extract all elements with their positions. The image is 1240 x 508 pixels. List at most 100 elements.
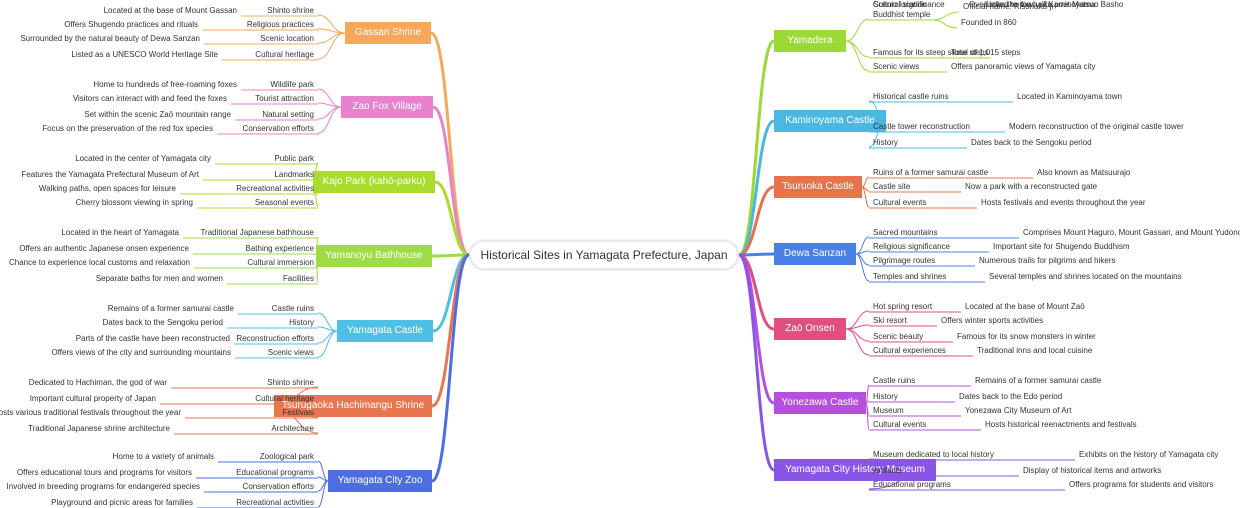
subtopic-label[interactable]: Festivals [282,408,314,417]
subtopic-label[interactable]: Public park [274,154,314,163]
subtopic-label[interactable]: Bathing experience [245,244,315,253]
subtopic-label[interactable]: Recreational activities [236,184,314,193]
topic-node[interactable]: Tsuruoka Castle [774,176,862,198]
subtopic-label[interactable]: Cultural significance [873,0,945,9]
detail-label[interactable]: Famous for its snow monsters in winter [957,332,1096,341]
detail-label[interactable]: Separate baths for men and women [95,274,223,283]
detail-label[interactable]: Dates back to the Sengoku period [102,318,223,327]
subtopic-label[interactable]: Ruins of a former samurai castle [873,168,989,177]
detail-label[interactable]: Dates back to the Sengoku period [971,138,1092,147]
topic-node[interactable]: Kaminoyama Castle [774,110,886,132]
subtopic-label[interactable]: Religious significance [873,242,950,251]
detail-label[interactable]: Located in Kaminoyama town [1017,92,1122,101]
detail-label[interactable]: Offers an authentic Japanese onsen exper… [19,244,189,253]
detail-label[interactable]: Remains of a former samurai castle [975,376,1102,385]
subtopic-label[interactable]: Cultural immersion [247,258,314,267]
subtopic-label[interactable]: Pilgrimage routes [873,256,936,265]
detail-label[interactable]: Yonezawa City Museum of Art [965,406,1072,415]
detail-label[interactable]: Now a park with a reconstructed gate [965,182,1098,191]
subtopic-label[interactable]: Sacred mountains [873,228,938,237]
subtopic-label[interactable]: Educational programs [873,480,951,489]
subtopic-label[interactable]: History [289,318,314,327]
detail-label[interactable]: Offers educational tours and programs fo… [16,468,192,477]
detail-label[interactable]: Chance to experience local customs and r… [9,258,190,267]
detail-label[interactable]: Walking paths, open spaces for leisure [38,184,176,193]
detail-label[interactable]: Located at the base of Mount Gassan [103,6,237,15]
detail-label[interactable]: Traditional inns and local cuisine [977,346,1093,355]
topic-node[interactable]: Yamadera [774,30,846,52]
subtopic-label[interactable]: Reconstruction efforts [236,334,314,343]
subtopic-label[interactable]: Conservation efforts [242,482,314,491]
detail-label[interactable]: Offers programs for students and visitor… [1069,480,1214,489]
subtopic-label[interactable]: Landmarks [274,170,314,179]
subtopic-label[interactable]: Buddhist temple [873,10,931,19]
topic-node[interactable]: Yamagata City Zoo [328,470,432,492]
subtopic-label[interactable]: Museum dedicated to local history [873,450,994,459]
subtopic-label[interactable]: Wildlife park [270,80,314,89]
detail-label[interactable]: Several temples and shrines located on t… [989,272,1182,281]
subtopic-label[interactable]: Temples and shrines [873,272,947,281]
subtopic-label[interactable]: History [873,392,898,401]
detail-label[interactable]: Dates back to the Edo period [959,392,1063,401]
subtopic-label[interactable]: Religious practices [246,20,314,29]
detail-label[interactable]: Important cultural property of Japan [29,394,156,403]
detail-label[interactable]: Home to a variety of animals [112,452,214,461]
subtopic-label[interactable]: Tourist attraction [255,94,314,103]
topic-node[interactable]: Yonezawa Castle [774,392,866,414]
detail-label[interactable]: Traditional Japanese shrine architecture [27,424,170,433]
topic-node[interactable]: Dewa Sanzan [774,243,856,265]
subtopic-label[interactable]: Castle tower reconstruction [873,122,970,131]
detail-label[interactable]: Modern reconstruction of the original ca… [1009,122,1184,131]
detail-label[interactable]: Hosts various traditional festivals thro… [0,408,181,417]
detail-label[interactable]: Also known as Matsuurajo [1037,168,1131,177]
subtopic-label[interactable]: Castle site [873,182,911,191]
detail-label[interactable]: Offers panoramic views of Yamagata city [951,62,1096,71]
detail-label[interactable]: Offers winter sports activities [941,316,1044,325]
detail-label[interactable]: Located in the center of Yamagata city [75,154,211,163]
detail-label[interactable]: Offers views of the city and surrounding… [51,348,232,357]
subtopic-label[interactable]: Zoological park [259,452,314,461]
detail-label[interactable]: Located at the base of Mount Zaō [965,302,1085,311]
topic-node[interactable]: Zaō Onsen [774,318,846,340]
detail-label[interactable]: Linked to the haiku poet Matsuo Basho [985,0,1124,9]
subtopic-label[interactable]: Cultural heritage [255,50,314,59]
subtopic-label[interactable]: Hot spring resort [873,302,933,311]
detail-label[interactable]: Located in the heart of Yamagata [61,228,179,237]
detail-label[interactable]: Hosts festivals and events throughout th… [981,198,1146,207]
topic-node[interactable]: Yamanoyu Bathhouse [316,245,432,267]
subtopic-label[interactable]: Scenic beauty [873,332,924,341]
detail-label[interactable]: Set within the scenic Zaō mountain range [84,110,231,119]
subtopic-label[interactable]: Cultural events [873,420,927,429]
detail-label[interactable]: Surrounded by the natural beauty of Dewa… [20,34,200,43]
subtopic-label[interactable]: Cultural events [873,198,927,207]
detail-label[interactable]: Hosts historical reenactments and festiv… [985,420,1137,429]
subtopic-label[interactable]: Traditional Japanese bathhouse [200,228,314,237]
detail-label[interactable]: Founded in 860 [961,18,1017,27]
detail-label[interactable]: Total of 1,015 steps [951,48,1021,57]
central-topic[interactable]: Historical Sites in Yamagata Prefecture,… [469,240,739,270]
detail-label[interactable]: Involved in breeding programs for endang… [6,482,200,491]
subtopic-label[interactable]: Facilities [282,274,314,283]
detail-label[interactable]: Official name: Risshaku-ji [963,2,1054,11]
subtopic-label[interactable]: Cultural heritage [255,394,314,403]
detail-label[interactable]: Focus on the preservation of the red fox… [42,124,213,133]
subtopic-label[interactable]: Artifacts [873,466,902,475]
detail-label[interactable]: Listed as a UNESCO World Heritage Site [71,50,218,59]
detail-label[interactable]: Visitors can interact with and feed the … [72,94,227,103]
subtopic-label[interactable]: Castle ruins [873,376,916,385]
detail-label[interactable]: Overlooks the town of Kaminoyama [969,0,1096,9]
subtopic-label[interactable]: Castle ruins [271,304,314,313]
subtopic-label[interactable]: Conservation efforts [242,124,314,133]
detail-label[interactable]: Cherry blossom viewing in spring [75,198,193,207]
detail-label[interactable]: Display of historical items and artworks [1023,466,1162,475]
detail-label[interactable]: Numerous trails for pilgrims and hikers [979,256,1116,265]
subtopic-label[interactable]: Ski resort [873,316,907,325]
topic-node[interactable]: Zao Fox Village [341,96,433,118]
subtopic-label[interactable]: Historical castle ruins [873,92,949,101]
subtopic-label[interactable]: Cultural experiences [873,346,946,355]
subtopic-label[interactable]: Recreational activities [236,498,314,507]
detail-label[interactable]: Parts of the castle have been reconstruc… [75,334,230,343]
subtopic-label[interactable]: Shinto shrine [267,6,314,15]
detail-label[interactable]: Home to hundreds of free-roaming foxes [93,80,237,89]
subtopic-label[interactable]: Scenic location [873,0,927,9]
